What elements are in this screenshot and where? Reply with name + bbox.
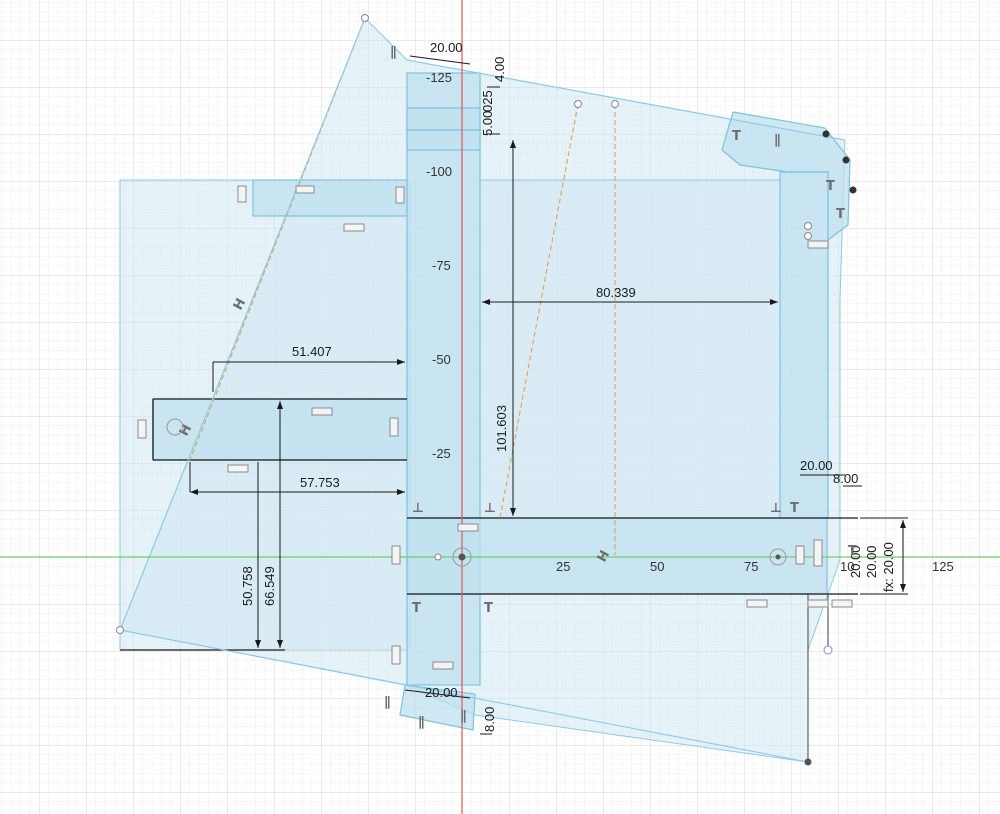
parallel-constraint-icon[interactable]: ∥ bbox=[390, 45, 397, 60]
perpendicular-constraint-icon[interactable]: ⊥ bbox=[770, 501, 782, 516]
dim-right-height-b[interactable]: 20.00 bbox=[864, 545, 879, 578]
origin-point[interactable] bbox=[452, 547, 472, 567]
coincident-marker-icon[interactable] bbox=[137, 419, 147, 439]
perpendicular-constraint-icon[interactable]: ⊥ bbox=[484, 501, 496, 516]
coincident-marker-icon[interactable] bbox=[746, 599, 768, 608]
sketch-point[interactable] bbox=[822, 130, 830, 138]
sketch-point[interactable] bbox=[804, 232, 812, 240]
tangent-constraint-icon[interactable]: T bbox=[484, 601, 493, 616]
dim-bottom-small[interactable]: 8.00 bbox=[482, 707, 497, 732]
y-label-50: -50 bbox=[432, 352, 451, 367]
top-band-a[interactable] bbox=[406, 107, 481, 131]
sketch-point[interactable] bbox=[166, 418, 184, 436]
sketch-point[interactable] bbox=[434, 553, 442, 561]
coincident-marker-icon[interactable] bbox=[237, 185, 247, 203]
x-label-125: 125 bbox=[932, 559, 954, 574]
dim-right-width[interactable]: 20.00 bbox=[800, 458, 833, 473]
tangent-constraint-icon[interactable]: T bbox=[732, 129, 741, 144]
parallel-constraint-icon[interactable]: ∥ bbox=[774, 133, 781, 148]
dimension-values[interactable]: 20.00 4.00 025 5.00 101.603 80.339 51.40… bbox=[240, 40, 896, 732]
parallel-constraint-icon[interactable]: ∥ bbox=[460, 709, 467, 724]
dim-top-small-a[interactable]: 4.00 bbox=[492, 57, 507, 82]
y-label-25: -25 bbox=[432, 446, 451, 461]
sketch-point[interactable] bbox=[611, 100, 619, 108]
tangent-constraint-icon[interactable]: T bbox=[826, 179, 835, 194]
sketch-point[interactable] bbox=[804, 758, 812, 766]
axis-labels: -125 -100 -75 -50 -25 25 50 75 10 125 bbox=[426, 70, 954, 574]
y-label-125: -125 bbox=[426, 70, 452, 85]
dim-top-small-c[interactable]: 025 bbox=[480, 90, 495, 112]
coincident-marker-icon[interactable] bbox=[432, 661, 454, 670]
tangent-constraint-icon[interactable]: T bbox=[848, 544, 857, 559]
tangent-constraint-icon[interactable]: T bbox=[412, 601, 421, 616]
dim-top-width[interactable]: 20.00 bbox=[430, 40, 463, 55]
dim-left-lower[interactable]: 57.753 bbox=[300, 475, 340, 490]
coincident-marker-icon[interactable] bbox=[831, 599, 853, 608]
coincident-marker-icon[interactable] bbox=[457, 523, 479, 532]
sketch-point[interactable] bbox=[361, 14, 369, 22]
tangent-constraint-icon[interactable]: T bbox=[790, 501, 799, 516]
sketch-point[interactable] bbox=[116, 626, 124, 634]
dim-left-height-a[interactable]: 50.758 bbox=[240, 566, 255, 606]
skew-edges bbox=[119, 17, 846, 763]
upper-left-arm[interactable] bbox=[252, 179, 408, 217]
dim-height-main[interactable]: 101.603 bbox=[494, 405, 509, 452]
sketch-point[interactable] bbox=[804, 222, 812, 230]
top-right-bracket[interactable] bbox=[721, 111, 851, 242]
x-label-75: 75 bbox=[744, 559, 758, 574]
sketch-point[interactable] bbox=[842, 156, 850, 164]
coincident-marker-icon[interactable] bbox=[391, 645, 401, 665]
x-label-50: 50 bbox=[650, 559, 664, 574]
dimension-lines bbox=[189, 55, 908, 735]
coincident-markers[interactable] bbox=[137, 185, 853, 670]
coincident-marker-icon[interactable] bbox=[311, 407, 333, 416]
x-label-25: 25 bbox=[556, 559, 570, 574]
arrowheads bbox=[190, 140, 906, 648]
dim-top-small-b[interactable]: 5.00 bbox=[480, 111, 495, 136]
sketch-point[interactable] bbox=[823, 645, 833, 655]
perpendicular-constraint-icon[interactable]: ⊥ bbox=[412, 501, 424, 516]
coincident-marker-icon[interactable] bbox=[807, 599, 829, 608]
y-label-75: -75 bbox=[432, 258, 451, 273]
sketch-point[interactable] bbox=[574, 100, 582, 108]
dim-bottom-width[interactable]: 20.00 bbox=[425, 685, 458, 700]
coincident-marker-icon[interactable] bbox=[795, 545, 805, 565]
construction-lines bbox=[189, 17, 616, 555]
parallel-constraint-icon[interactable]: ∥ bbox=[418, 715, 425, 730]
sketch-point[interactable] bbox=[849, 186, 857, 194]
coincident-marker-icon[interactable] bbox=[343, 223, 365, 232]
dim-width-inner[interactable]: 80.339 bbox=[596, 285, 636, 300]
sketch-points[interactable] bbox=[116, 14, 857, 766]
coincident-marker-icon[interactable] bbox=[395, 186, 405, 204]
profile-right-panel[interactable] bbox=[479, 179, 781, 519]
origin-point-core[interactable] bbox=[458, 553, 466, 561]
coincident-marker-icon[interactable] bbox=[295, 185, 315, 194]
dim-fx-value[interactable]: fx: 20.00 bbox=[881, 542, 896, 592]
parallel-constraint-icon[interactable]: ∥ bbox=[384, 695, 391, 710]
coincident-marker-icon[interactable] bbox=[813, 539, 823, 567]
coincident-marker-icon[interactable] bbox=[391, 545, 401, 565]
dim-left-upper[interactable]: 51.407 bbox=[292, 344, 332, 359]
top-band-b[interactable] bbox=[406, 129, 481, 151]
y-label-100: -100 bbox=[426, 164, 452, 179]
coincident-marker-icon[interactable] bbox=[807, 240, 829, 249]
dim-right-height[interactable]: 20.00 bbox=[848, 545, 863, 578]
tangent-constraint-icon[interactable]: T bbox=[836, 207, 845, 222]
sketch-point[interactable] bbox=[775, 554, 781, 560]
dim-left-height-b[interactable]: 66.549 bbox=[262, 566, 277, 606]
coincident-marker-icon[interactable] bbox=[389, 417, 399, 437]
dim-right-small[interactable]: 8.00 bbox=[833, 471, 858, 486]
x-label-100: 10 bbox=[840, 559, 854, 574]
sketch-point[interactable] bbox=[769, 548, 787, 566]
coincident-marker-icon[interactable] bbox=[227, 464, 249, 473]
